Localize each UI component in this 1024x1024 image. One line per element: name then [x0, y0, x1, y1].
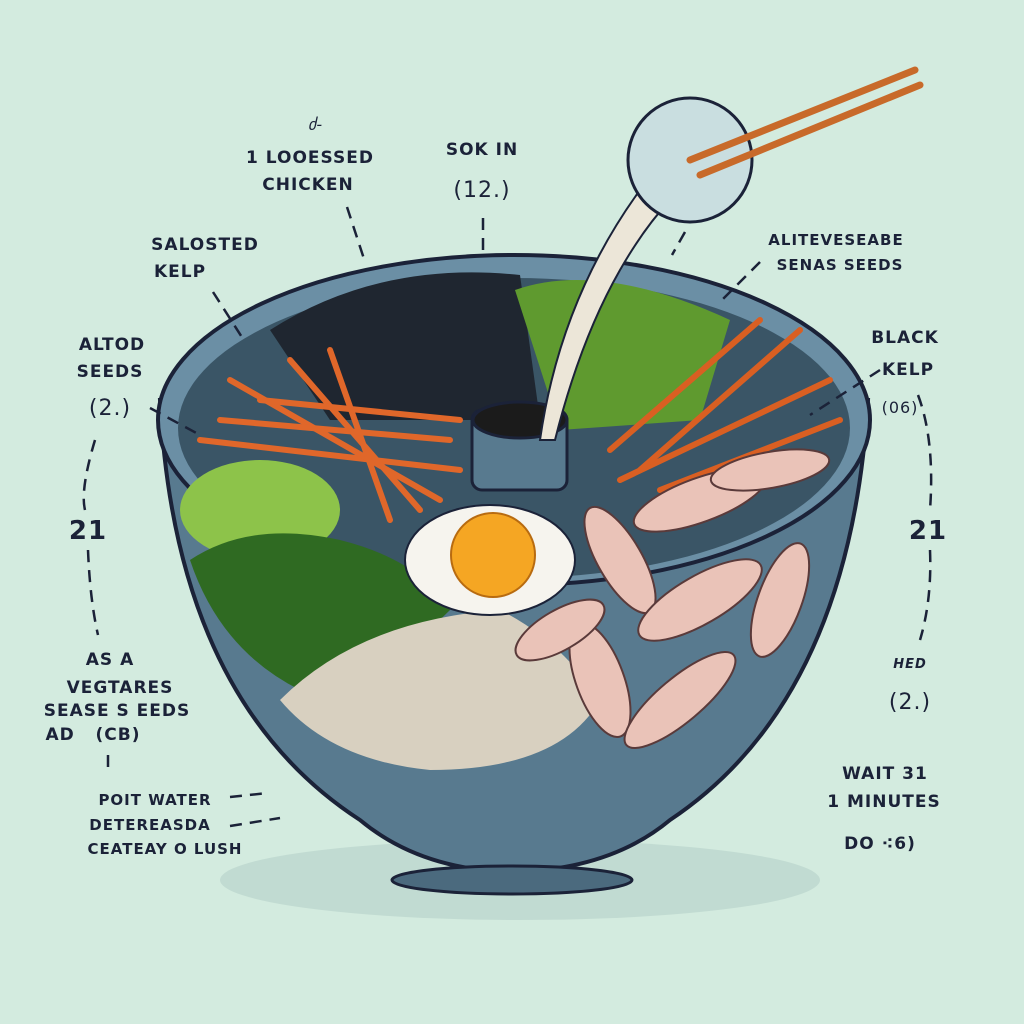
carrots-left — [197, 347, 463, 523]
label-hed: HED — [893, 657, 927, 672]
label-soak-line1: SOK IN — [445, 140, 519, 160]
label-altod-line1: ALTOD — [78, 335, 146, 355]
chicken-strips — [514, 448, 831, 750]
black-sesame — [270, 272, 540, 420]
label-wait-line3: DO ⁖6) — [844, 834, 916, 854]
label-sesame-line2: SENAS SEEDS — [776, 256, 904, 274]
label-altod-number: (2.) — [88, 396, 132, 421]
label-water-line2: DETEREASDA — [89, 816, 211, 834]
label-soak-number: (12.) — [453, 178, 511, 203]
label-water-line1: POIT WATER — [98, 791, 212, 809]
bowl-foot — [390, 864, 634, 896]
chopstick — [696, 81, 924, 179]
chopstick — [686, 66, 919, 164]
label-salosted-line2: KELP — [153, 262, 207, 282]
label-right-number: 21 — [908, 516, 948, 546]
label-wait-line1: WAIT 31 — [842, 764, 928, 784]
label-black-kelp-line1: BLACK — [871, 328, 939, 348]
label-sesame-line1: ALITEVESEABE — [768, 231, 904, 249]
label-black-kelp-number: (06) — [881, 398, 919, 417]
label-veg-line2: VEGTARES — [66, 678, 174, 698]
label-left-number: 21 — [68, 516, 108, 546]
label-veg-line4: AD (CB) — [45, 725, 141, 745]
egg-yolk — [450, 512, 536, 598]
label-hed-number: (2.) — [888, 690, 932, 715]
label-black-kelp-line2: KELP — [881, 360, 935, 380]
scribble-mark: ძ- — [308, 115, 322, 134]
label-water-line3: CEATEAY O LUSH — [87, 840, 243, 858]
label-veg-line3: SEASE S EEDS — [43, 701, 191, 721]
label-chicken-line2: CHICKEN — [262, 175, 354, 195]
label-chicken-line1: 1 LOOESSED — [246, 148, 374, 168]
label-altod-line2: SEEDS — [76, 362, 144, 382]
leader-lines — [82, 206, 933, 828]
label-veg-line1: AS A — [85, 650, 135, 670]
label-salosted-line1: SALOSTED — [151, 235, 259, 255]
label-wait-line2: 1 MINUTES — [827, 792, 941, 812]
